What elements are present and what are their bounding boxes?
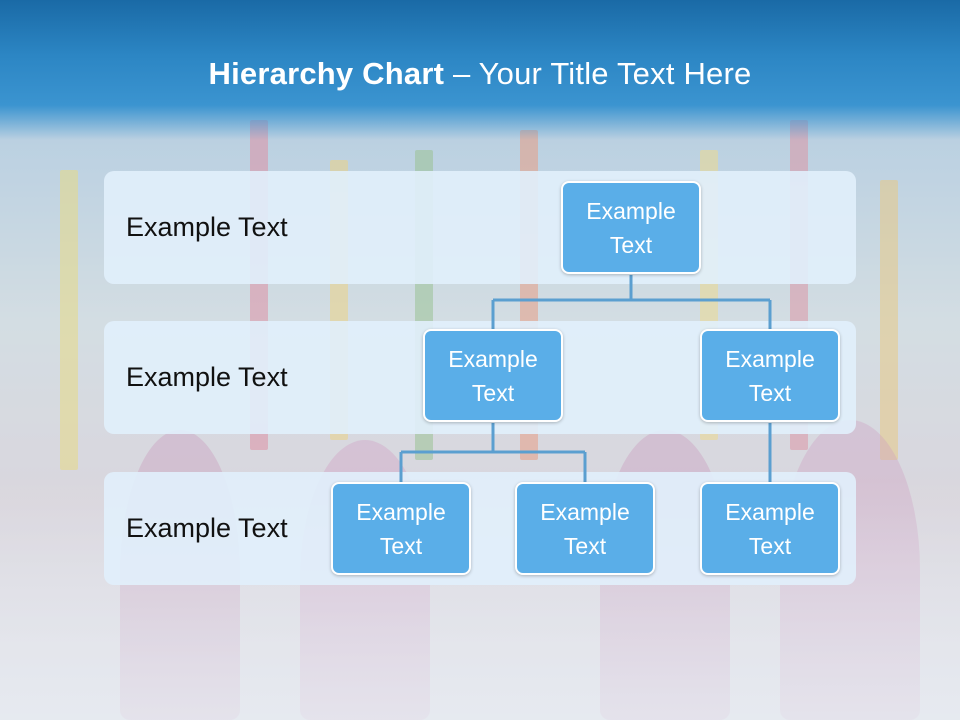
node-leaf-3[interactable]: Example Text	[700, 482, 840, 575]
row-label-level-1: Example Text	[126, 212, 288, 242]
node-leaf-1[interactable]: Example Text	[331, 482, 471, 575]
title-regular: – Your Title Text Here	[444, 56, 752, 91]
connector-mid-left	[399, 423, 587, 482]
row-label-level-2: Example Text	[126, 362, 288, 392]
node-mid-left[interactable]: Example Text	[423, 329, 563, 422]
slide-title: Hierarchy Chart – Your Title Text Here	[0, 56, 960, 92]
connector-root	[491, 275, 772, 329]
title-band: Hierarchy Chart – Your Title Text Here	[0, 0, 960, 140]
row-level-1: Example Text	[104, 171, 856, 284]
row-label-level-3: Example Text	[126, 513, 288, 543]
title-bold: Hierarchy Chart	[208, 56, 445, 91]
node-root[interactable]: Example Text	[561, 181, 701, 274]
node-mid-right[interactable]: Example Text	[700, 329, 840, 422]
node-leaf-2[interactable]: Example Text	[515, 482, 655, 575]
